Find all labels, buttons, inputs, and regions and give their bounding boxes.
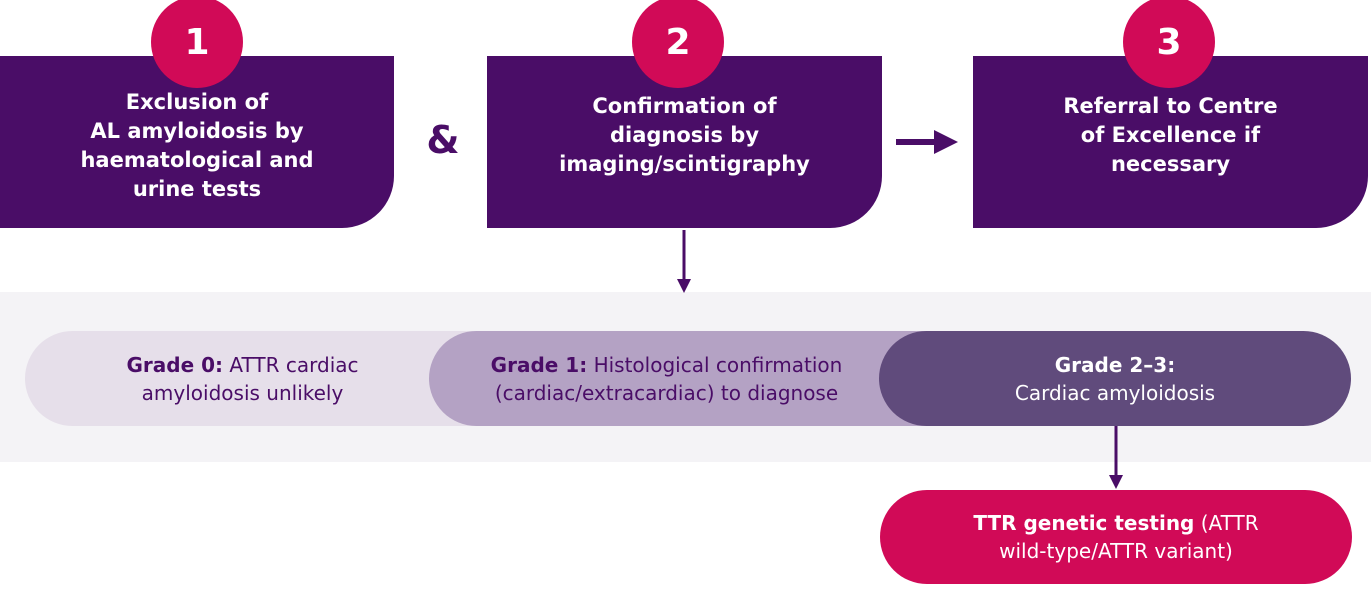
step-1-text: Exclusion of AL amyloidosis by haematolo… xyxy=(80,90,314,201)
genetic-testing-pill: TTR genetic testing (ATTR wild-type/ATTR… xyxy=(880,490,1352,584)
grade-2-3-text: Cardiac amyloidosis xyxy=(1014,380,1216,405)
step-1-badge: 1 xyxy=(151,0,243,88)
grade-2-3-label: Grade 2–3: xyxy=(1054,352,1176,377)
down-arrow-icon xyxy=(677,230,691,293)
step-2-badge: 2 xyxy=(632,0,724,88)
grade-1-label: Grade 1: xyxy=(490,352,588,377)
step-3-badge: 3 xyxy=(1123,0,1215,88)
genetic-testing-label: TTR genetic testing xyxy=(973,511,1195,535)
ampersand-connector: & xyxy=(426,118,460,162)
right-arrow-icon xyxy=(896,130,958,154)
grade-1-text-2: (cardiac/extracardiac) to diagnose xyxy=(494,380,839,405)
grade-0-label: Grade 0: xyxy=(126,352,224,377)
grade-1-text: Histological confirmation xyxy=(593,352,843,377)
genetic-testing-text-2: wild-type/ATTR variant) xyxy=(999,539,1233,563)
genetic-testing-text: (ATTR xyxy=(1200,511,1259,535)
grade-0-text-2: amyloidosis unlikely xyxy=(141,380,344,405)
grade-0-text: ATTR cardiac xyxy=(229,352,359,377)
step-2-box: Confirmation of diagnosis by imaging/sci… xyxy=(487,56,882,228)
grade-2-3-pill: Grade 2–3: Cardiac amyloidosis xyxy=(879,331,1351,426)
step-3-text: Referral to Centre of Excellence if nece… xyxy=(1063,93,1278,176)
step-2-text: Confirmation of diagnosis by imaging/sci… xyxy=(559,93,810,176)
